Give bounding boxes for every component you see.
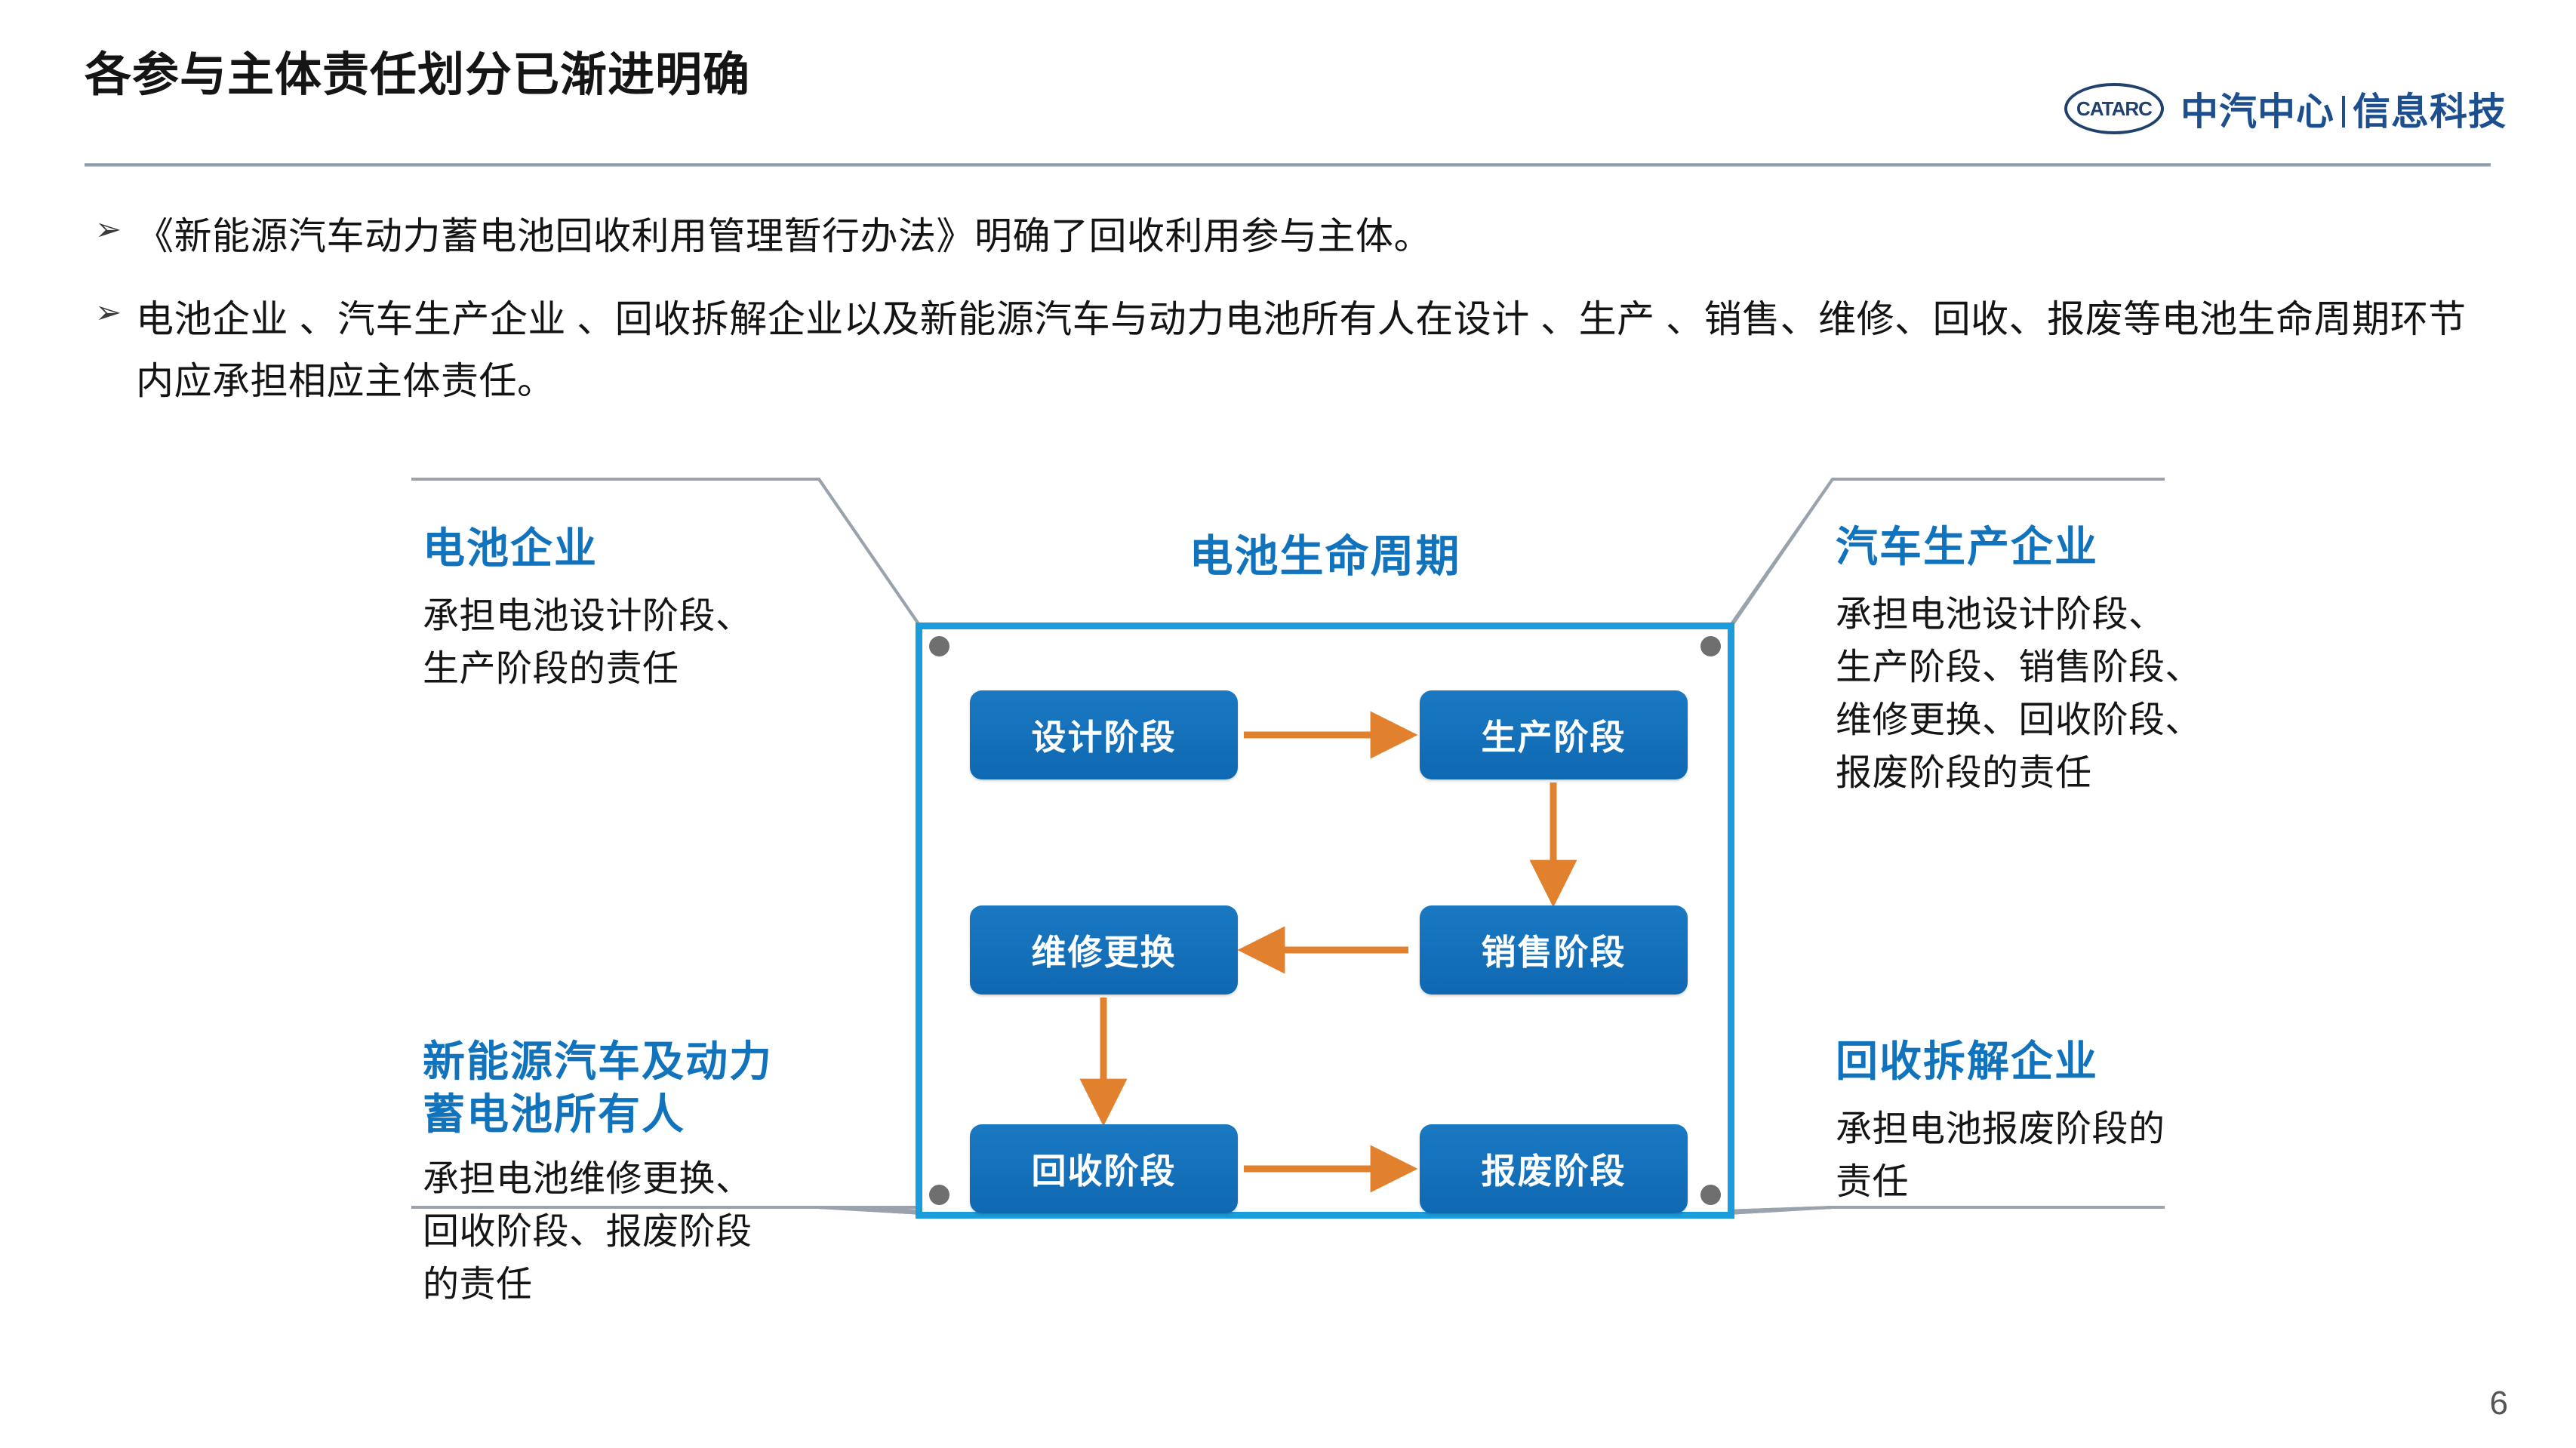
bullet-text: 《新能源汽车动力蓄电池回收利用管理暂行办法》明确了回收利用参与主体。: [136, 215, 1432, 257]
bullet-item: ➢ 《新能源汽车动力蓄电池回收利用管理暂行办法》明确了回收利用参与主体。: [83, 205, 2461, 267]
bullet-arrow-icon: ➢: [95, 294, 122, 330]
brand-text: 中汽中心信息科技: [2181, 81, 2507, 136]
callout-body: 承担电池维修更换、 回收阶段、报废阶段 的责任: [423, 1159, 752, 1305]
corner-handle-icon[interactable]: [929, 1185, 949, 1205]
callout-vehicle-battery-owner: 新能源汽车及动力 蓄电池所有人 承担电池维修更换、 回收阶段、报废阶段 的责任: [423, 1035, 906, 1311]
header-divider: [85, 163, 2491, 167]
callout-recycling-dismantler: 回收拆解企业 承担电池报废阶段的 责任: [1836, 1035, 2349, 1209]
brand-divider-icon: [2342, 96, 2345, 128]
stage-box-repair[interactable]: 维修更换: [970, 905, 1238, 995]
brand-logo: CATARC 中汽中心信息科技: [2064, 81, 2507, 136]
callout-title: 电池企业: [423, 524, 598, 572]
callout-body: 承担电池设计阶段、 生产阶段的责任: [423, 596, 752, 689]
callout-title: 回收拆解企业: [1836, 1038, 2098, 1085]
bracket-diagonal-br: [1725, 1206, 1833, 1213]
callout-title: 汽车生产企业: [1836, 523, 2098, 570]
stage-box-produce[interactable]: 生产阶段: [1420, 690, 1688, 779]
stage-box-scrap[interactable]: 报废阶段: [1420, 1124, 1688, 1213]
callout-vehicle-manufacturer: 汽车生产企业 承担电池设计阶段、 生产阶段、销售阶段、 维修更换、回收阶段、 报…: [1836, 521, 2349, 800]
stage-box-design[interactable]: 设计阶段: [970, 690, 1238, 779]
lifecycle-diagram: 电池生命周期 设计阶段 生产阶段 维修更换 销售阶段 回收阶段 报废阶段 电池企…: [0, 453, 2576, 1358]
callout-body: 承担电池设计阶段、 生产阶段、销售阶段、 维修更换、回收阶段、 报废阶段的责任: [1836, 595, 2202, 793]
bullet-item: ➢ 电池企业 、汽车生产企业 、回收拆解企业以及新能源汽车与动力电池所有人在设计…: [83, 288, 2491, 412]
callout-title: 新能源汽车及动力 蓄电池所有人: [423, 1038, 773, 1138]
bullet-arrow-icon: ➢: [95, 211, 122, 247]
bullet-text: 电池企业 、汽车生产企业 、回收拆解企业以及新能源汽车与动力电池所有人在设计 、…: [136, 298, 2467, 402]
corner-handle-icon[interactable]: [1700, 1185, 1721, 1205]
page-title: 各参与主体责任划分已渐进明确: [85, 49, 751, 101]
callout-battery-enterprise: 电池企业 承担电池设计阶段、 生产阶段的责任: [423, 522, 906, 696]
corner-handle-icon[interactable]: [1700, 636, 1721, 656]
brand-text-right: 信息科技: [2353, 91, 2507, 133]
callout-body: 承担电池报废阶段的 责任: [1836, 1109, 2165, 1202]
page-number: 6: [2489, 1385, 2508, 1422]
bracket-diagonal-tr: [1725, 478, 1834, 635]
corner-handle-icon[interactable]: [929, 636, 949, 656]
catarc-oval-icon: CATARC: [2064, 83, 2164, 134]
cycle-title: 电池生命周期: [1189, 532, 1461, 581]
stage-box-sale[interactable]: 销售阶段: [1420, 905, 1688, 995]
brand-text-left: 中汽中心: [2181, 91, 2334, 133]
stage-box-recycle[interactable]: 回收阶段: [970, 1124, 1238, 1213]
